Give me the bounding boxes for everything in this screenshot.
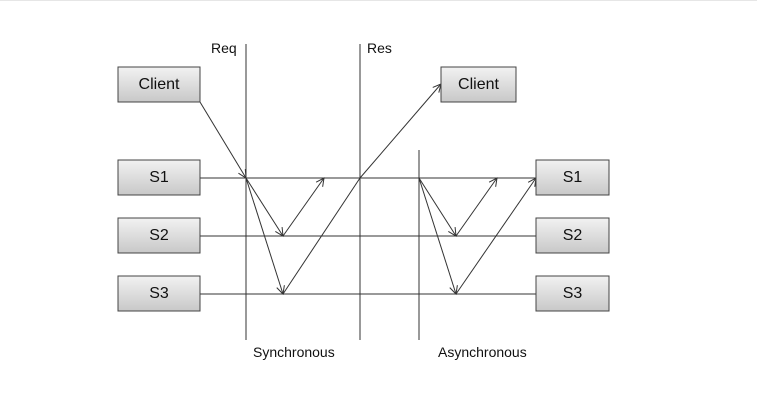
svg-text:Client: Client xyxy=(139,76,180,93)
s1-to-s2-arrow xyxy=(245,177,283,236)
svg-text:S3: S3 xyxy=(563,285,583,302)
svg-text:S2: S2 xyxy=(563,227,583,244)
svg-text:S1: S1 xyxy=(563,169,583,186)
s1-left-box: S1 xyxy=(117,159,201,196)
s3-left-box: S3 xyxy=(117,275,201,312)
s1-to-s3-arrow xyxy=(245,177,283,294)
synchronous-label: Synchronous xyxy=(253,344,335,360)
res-label: Res xyxy=(367,40,392,56)
top-divider xyxy=(0,0,757,1)
async-s1-to-s3-arrow xyxy=(418,177,456,294)
response-arrow xyxy=(359,84,441,179)
svg-text:S3: S3 xyxy=(149,285,169,302)
client-right-box: Client xyxy=(440,66,517,103)
asynchronous-label: Asynchronous xyxy=(438,344,527,360)
s2-right-box: S2 xyxy=(535,217,610,254)
s3-right-box: S3 xyxy=(535,275,610,312)
s2-left-box: S2 xyxy=(117,217,201,254)
async-s1-to-s2-arrow xyxy=(418,177,456,236)
req-label: Req xyxy=(211,40,237,56)
s3-return-line xyxy=(282,177,361,295)
request-arrow xyxy=(199,101,246,178)
async-s2-to-s1-arrow xyxy=(455,178,497,237)
svg-text:Client: Client xyxy=(458,76,499,93)
svg-text:S2: S2 xyxy=(149,227,169,244)
client-left-box: Client xyxy=(117,66,201,103)
svg-text:S1: S1 xyxy=(149,169,169,186)
s2-to-s1-arrow xyxy=(282,178,324,237)
s1-right-box: S1 xyxy=(535,159,610,196)
async-s3-to-s1-arrow xyxy=(455,178,536,295)
